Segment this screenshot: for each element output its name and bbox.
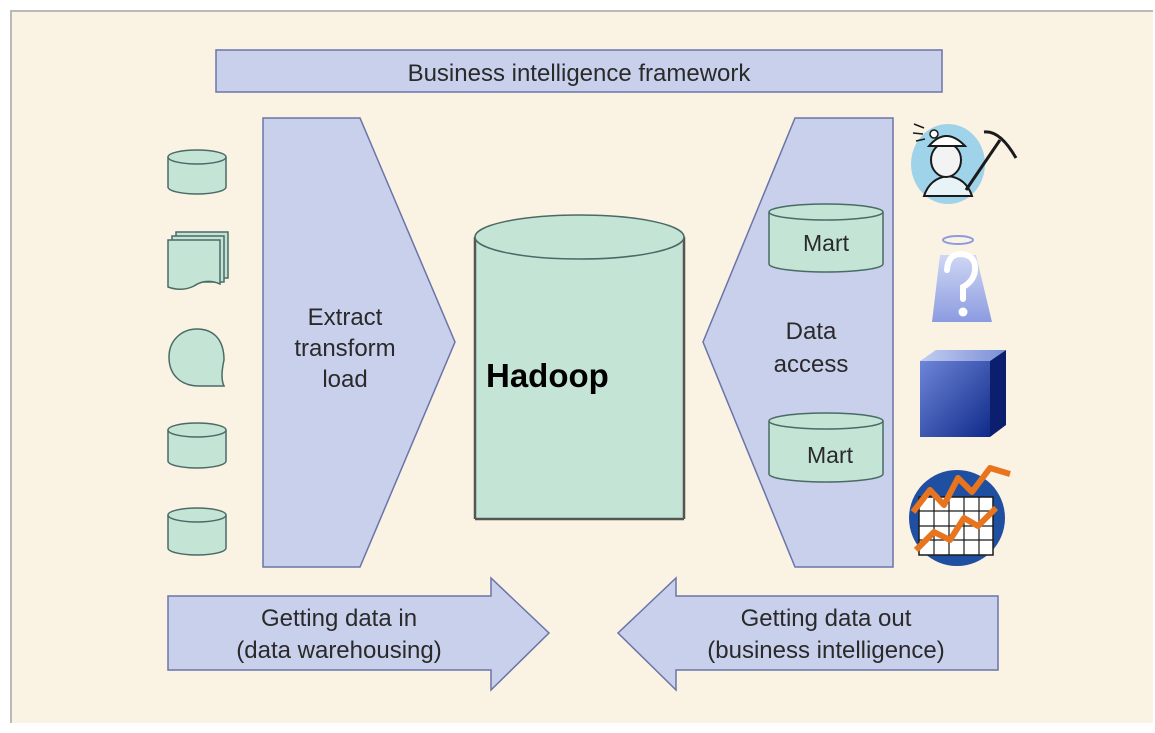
etl-label-line3: load [322, 366, 367, 393]
etl-label-line1: Extract [308, 304, 383, 331]
arrow-out-label-line2: (business intelligence) [707, 637, 944, 664]
arrow-in-label-line2: (data warehousing) [236, 637, 441, 664]
data-access-label-line1: Data [786, 318, 837, 345]
data-access-label-line2: access [774, 351, 849, 378]
documents-icon [167, 231, 229, 290]
chart-icon [909, 465, 1011, 566]
arrow-getting-data-in: Getting data in (data warehousing) [167, 576, 551, 692]
etl-panel: Extract transform load [262, 117, 456, 568]
database-icon [167, 507, 227, 556]
database-icon [167, 149, 227, 195]
arrow-in-label-line1: Getting data in [261, 605, 417, 632]
header-bar: Business intelligence framework [215, 49, 943, 93]
question-icon [932, 235, 992, 322]
etl-label-line2: transform [294, 335, 395, 362]
data-access-panel: Data access Mart Mart [702, 117, 894, 568]
arrow-out-label-line1: Getting data out [741, 605, 912, 632]
mart-cylinder-bottom: Mart [768, 412, 884, 483]
arrow-getting-data-out: Getting data out (business intelligence) [616, 576, 999, 692]
mart-label-top: Mart [803, 230, 850, 256]
mart-label-bottom: Mart [807, 442, 854, 468]
database-icon [167, 422, 227, 469]
header-title: Business intelligence framework [408, 60, 752, 87]
hadoop-cylinder: Hadoop [473, 214, 686, 521]
consumer-icons [909, 123, 1018, 566]
source-icons [167, 149, 229, 556]
mart-cylinder-top: Mart [768, 203, 884, 273]
hadoop-label: Hadoop [486, 357, 609, 394]
speech-bubble-icon [168, 328, 226, 387]
cube-icon [920, 350, 1006, 437]
miner-icon [911, 123, 1018, 204]
